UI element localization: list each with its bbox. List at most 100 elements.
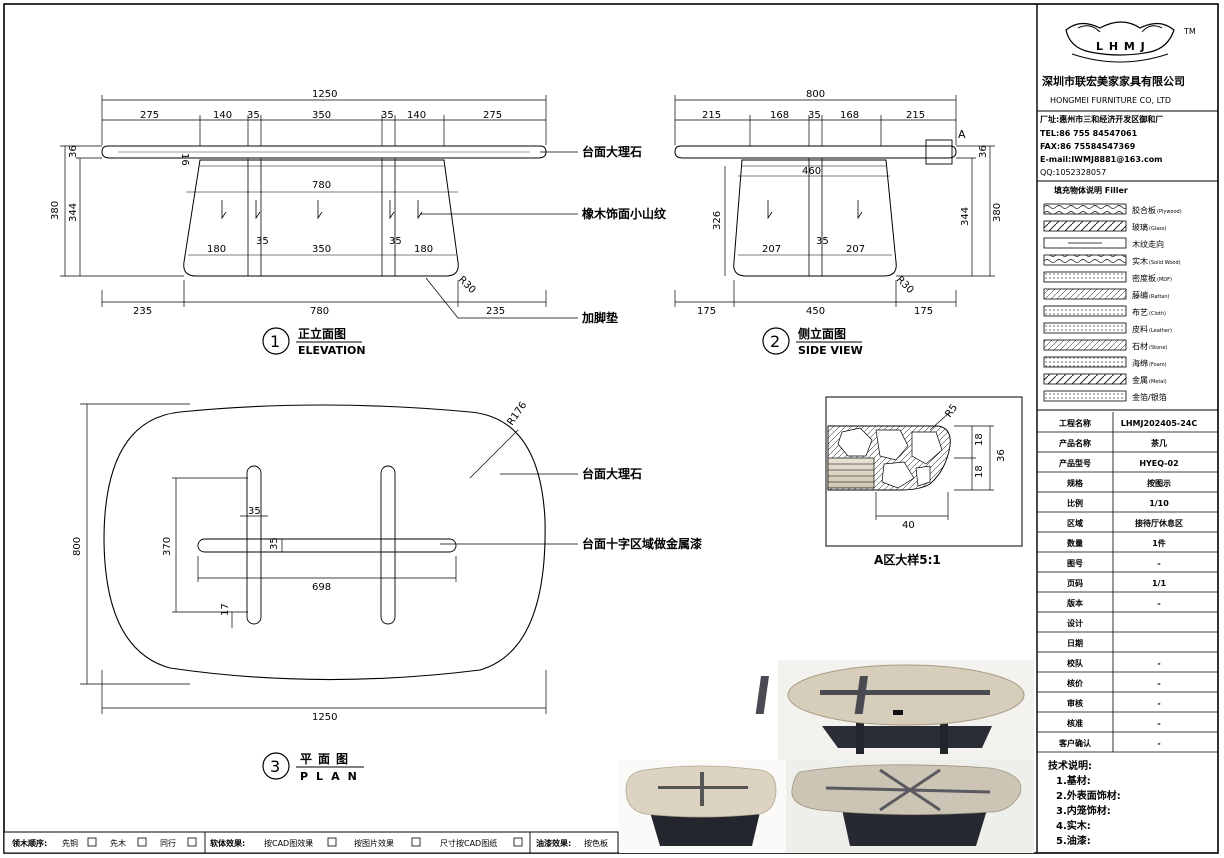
effect-checkbox[interactable] xyxy=(411,837,421,847)
product-photo-1 xyxy=(755,660,1034,760)
company-qq: QQ:1052328057 xyxy=(1040,168,1106,177)
table-row-value: - xyxy=(1157,719,1160,728)
table-row-key: 校队 xyxy=(1067,658,1084,668)
legend-swatch xyxy=(1043,271,1127,283)
elev-inner-dim: 35 xyxy=(256,236,269,247)
company-tel: TEL:86 755 84547061 xyxy=(1040,129,1138,138)
table-row-value: 1/10 xyxy=(1149,499,1169,508)
side-view-title-en: SIDE VIEW xyxy=(798,344,863,357)
side-dim: 168 xyxy=(840,110,859,121)
elev-dim: 275 xyxy=(140,110,159,121)
side-bottom-dim: 175 xyxy=(697,306,716,317)
side-dim: 168 xyxy=(770,110,789,121)
elev-callout-oak: 橡木饰面小山纹 xyxy=(582,206,667,221)
legend-swatch xyxy=(1043,373,1127,385)
order-checkbox[interactable] xyxy=(187,837,197,847)
tech-item: 5.油漆: xyxy=(1056,834,1091,847)
table-row-value: LHMJ202405-24C xyxy=(1121,419,1198,428)
legend-swatch xyxy=(1043,322,1127,334)
elev-side-dim: 380 xyxy=(50,201,61,220)
bottom-bar: 领木顺序: 先铜 先木 同行 软体效果: 按CAD图效果 按图片效果 尺寸按CA… xyxy=(3,831,619,854)
detail-dim: 18 xyxy=(974,433,985,446)
table-row-value: - xyxy=(1157,699,1160,708)
plan-dim: 35 xyxy=(248,506,261,517)
table-row-key: 日期 xyxy=(1067,638,1083,648)
side-side-dim: 344 xyxy=(960,207,971,226)
side-dim: 215 xyxy=(702,110,721,121)
side-side-dim: 326 xyxy=(712,211,723,230)
company-address: 厂址:惠州市三和经济开发区御和厂 xyxy=(1040,114,1163,124)
legend-label: 藤编 xyxy=(1132,290,1148,300)
plan-view-title-cn: 平面图 xyxy=(300,752,354,766)
legend-label-en: (Solid Wood) xyxy=(1149,260,1181,266)
table-row-value: - xyxy=(1157,559,1160,568)
table-row-key: 核准 xyxy=(1067,718,1083,728)
bottom-paint-label: 油漆效果: xyxy=(536,838,571,848)
tech-item: 4.实木: xyxy=(1056,819,1091,832)
legend-label: 皮料 xyxy=(1132,324,1148,334)
elev-dim: 35 xyxy=(381,110,394,121)
legend-label-en: (Plywood) xyxy=(1157,209,1182,215)
side-inner-dim: 207 xyxy=(762,244,781,255)
table-row-key: 规格 xyxy=(1067,478,1084,488)
elev-dim: 35 xyxy=(247,110,260,121)
elev-dim-total: 1250 xyxy=(312,89,337,100)
side-side-dim: 36 xyxy=(978,145,989,158)
legend-swatch xyxy=(1043,305,1127,317)
legend-label: 玻璃 xyxy=(1132,222,1148,232)
table-row-key: 页码 xyxy=(1067,579,1083,588)
elev-dim: 140 xyxy=(213,110,232,121)
order-checkbox[interactable] xyxy=(137,837,147,847)
table-row-key: 设计 xyxy=(1067,618,1083,628)
plan-dim-radius: R176 xyxy=(505,400,529,428)
company-email: E-mail:IWMJ8881@163.com xyxy=(1040,155,1163,164)
table-row-key: 区域 xyxy=(1067,518,1083,528)
legend-label-en: (MDF) xyxy=(1157,277,1172,283)
title-block: L H M J TM 深圳市联宏美家家具有限公司 HONGMEI FURNITU… xyxy=(1037,21,1218,847)
product-photo-2 xyxy=(619,760,787,853)
bottom-order-item: 先木 xyxy=(110,838,126,848)
legend-label: 石材 xyxy=(1132,341,1148,351)
legend-label-en: (Glass) xyxy=(1149,226,1166,232)
table-row-value: - xyxy=(1157,739,1160,748)
tech-title: 技术说明: xyxy=(1048,759,1092,772)
side-dim-total: 800 xyxy=(806,89,825,100)
elevation-view: 1250 275 140 35 350 35 140 275 780 180 3… xyxy=(50,89,667,357)
bottom-effect-item: 尺寸按CAD图纸 xyxy=(440,838,497,848)
bottom-effect-item: 按CAD图效果 xyxy=(264,838,313,848)
table-row-value: 1件 xyxy=(1152,538,1166,548)
elev-bottom-dim: 780 xyxy=(310,306,329,317)
plan-callout-metal-paint: 台面十字区域做金属漆 xyxy=(582,536,702,551)
table-row-key: 比例 xyxy=(1067,498,1083,508)
elev-side-dim: 36 xyxy=(68,145,79,158)
plan-callout-marble: 台面大理石 xyxy=(582,466,642,481)
logo-lettering: L H M J xyxy=(1096,40,1146,53)
table-row-key: 图号 xyxy=(1067,559,1083,568)
plan-view-title-en: PLAN xyxy=(300,770,365,783)
table-row-value: - xyxy=(1157,679,1160,688)
effect-checkbox[interactable] xyxy=(513,837,523,847)
legend-label: 金箔/银箔 xyxy=(1132,392,1167,402)
legend-swatch xyxy=(1043,220,1127,232)
side-dim: 35 xyxy=(808,110,821,121)
tech-item: 2.外表面饰材: xyxy=(1056,789,1121,802)
effect-checkbox[interactable] xyxy=(327,837,337,847)
logo-trademark: TM xyxy=(1183,27,1196,36)
table-row-value: 按图示 xyxy=(1147,478,1171,488)
detail-title: A区大样5:1 xyxy=(874,552,941,567)
table-row-value: 1/1 xyxy=(1152,579,1166,588)
side-tabletop xyxy=(674,145,957,159)
legend-label: 金属 xyxy=(1132,375,1148,385)
table-row-key: 数量 xyxy=(1067,538,1083,548)
tech-item: 1.基材: xyxy=(1056,774,1091,787)
legend-label-en: (Rattan) xyxy=(1149,294,1170,300)
elev-view-title-cn: 正立面图 xyxy=(298,326,346,341)
table-row-value: - xyxy=(1157,599,1160,608)
side-view-number: 2 xyxy=(770,332,780,351)
legend-swatch xyxy=(1043,390,1127,402)
legend-swatch xyxy=(1043,288,1127,300)
plan-dim: 17 xyxy=(220,603,231,616)
order-checkbox[interactable] xyxy=(87,837,97,847)
